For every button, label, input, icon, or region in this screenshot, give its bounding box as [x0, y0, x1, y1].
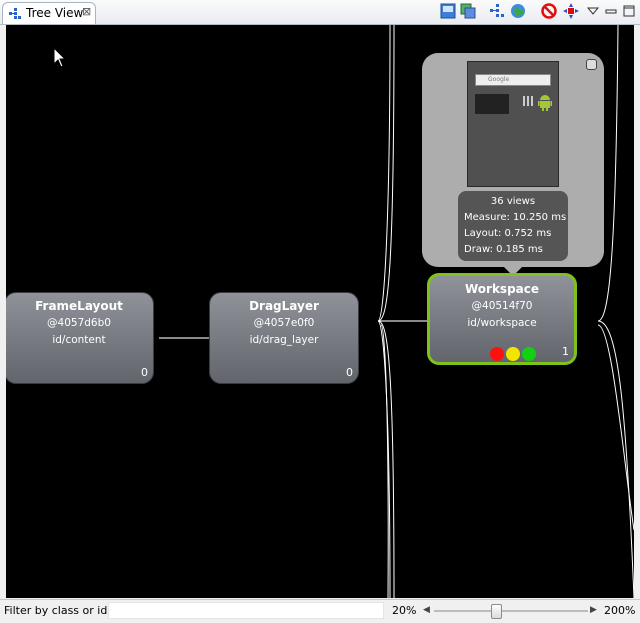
app-grid-icon — [523, 96, 533, 106]
zoom-max-label: 200% — [604, 604, 636, 617]
filter-input[interactable] — [108, 602, 384, 619]
tab-close-icon[interactable]: ⊠ — [82, 5, 92, 18]
draw-indicator-green — [522, 347, 536, 361]
node-id: id/content — [52, 334, 106, 346]
tab-tree-view[interactable]: Tree View ⊠ — [2, 2, 96, 24]
stat-views: 36 views — [490, 196, 536, 207]
node-child-count: 0 — [346, 366, 353, 379]
node-class-name: DragLayer — [249, 299, 319, 313]
load-view-hierarchy-icon[interactable] — [489, 3, 505, 19]
node-detail-popup: Google 36 views Measure: 10.250 ms Layou… — [422, 53, 604, 267]
zoom-slider[interactable]: ◀ ▶ — [422, 604, 600, 619]
filter-label: Filter by class or id: — [4, 604, 112, 617]
popup-close-icon[interactable] — [586, 59, 597, 70]
node-child-count: 1 — [562, 345, 569, 358]
node-hash: @4057e0f0 — [253, 317, 315, 329]
node-hash: @40514f70 — [471, 300, 533, 312]
view-tab-bar: Tree View ⊠ — [0, 0, 640, 25]
zoom-slider-thumb[interactable] — [491, 604, 503, 619]
stat-layout: Layout: 0.752 ms — [464, 228, 552, 239]
node-id: id/workspace — [467, 317, 537, 329]
dump-display-list-icon[interactable] — [563, 3, 579, 19]
mouse-cursor-icon — [53, 47, 67, 68]
zoom-min-label: 20% — [392, 604, 417, 617]
zoom-track — [434, 610, 588, 612]
stat-draw: Draw: 0.185 ms — [464, 244, 543, 255]
invalidate-icon[interactable] — [510, 3, 526, 19]
thumbnail-search-bar: Google — [475, 74, 551, 86]
save-png-icon[interactable] — [440, 3, 456, 19]
performance-indicators — [490, 346, 538, 365]
zoom-increase-icon[interactable]: ▶ — [590, 605, 597, 615]
status-bar: Filter by class or id: 20% ◀ ▶ 200% — [0, 599, 640, 623]
connector-lines — [159, 25, 634, 598]
zoom-decrease-icon[interactable]: ◀ — [423, 605, 430, 615]
stat-measure: Measure: 10.250 ms — [464, 212, 567, 223]
performance-stats: 36 views Measure: 10.250 ms Layout: 0.75… — [458, 191, 568, 261]
popup-pointer — [504, 267, 522, 276]
tree-node-draglayer[interactable]: DragLayer @4057e0f0 id/drag_layer 0 — [209, 292, 359, 384]
view-menu-icon[interactable] — [585, 3, 601, 19]
node-child-count: 0 — [141, 366, 148, 379]
export-psd-icon[interactable] — [460, 3, 476, 19]
measure-indicator-red — [490, 347, 504, 361]
node-id: id/drag_layer — [249, 334, 319, 346]
thumbnail-widget — [475, 94, 509, 114]
node-hash: @4057d6b0 — [47, 317, 111, 329]
view-thumbnail: Google — [467, 61, 559, 187]
android-robot-icon — [538, 95, 552, 111]
maximize-icon[interactable] — [621, 3, 637, 19]
tree-node-workspace[interactable]: Workspace @40514f70 id/workspace 1 — [427, 273, 577, 365]
tree-canvas[interactable]: Google 36 views Measure: 10.250 ms Layou… — [6, 25, 634, 598]
tree-view-icon — [9, 8, 21, 19]
tree-node-framelayout[interactable]: FrameLayout @4057d6b0 id/content 0 — [6, 292, 154, 384]
minimize-icon[interactable] — [603, 3, 619, 19]
node-class-name: FrameLayout — [35, 299, 123, 313]
request-layout-icon[interactable] — [541, 3, 557, 19]
tab-title: Tree View — [26, 6, 84, 20]
layout-indicator-yellow — [506, 347, 520, 361]
node-class-name: Workspace — [464, 282, 540, 296]
